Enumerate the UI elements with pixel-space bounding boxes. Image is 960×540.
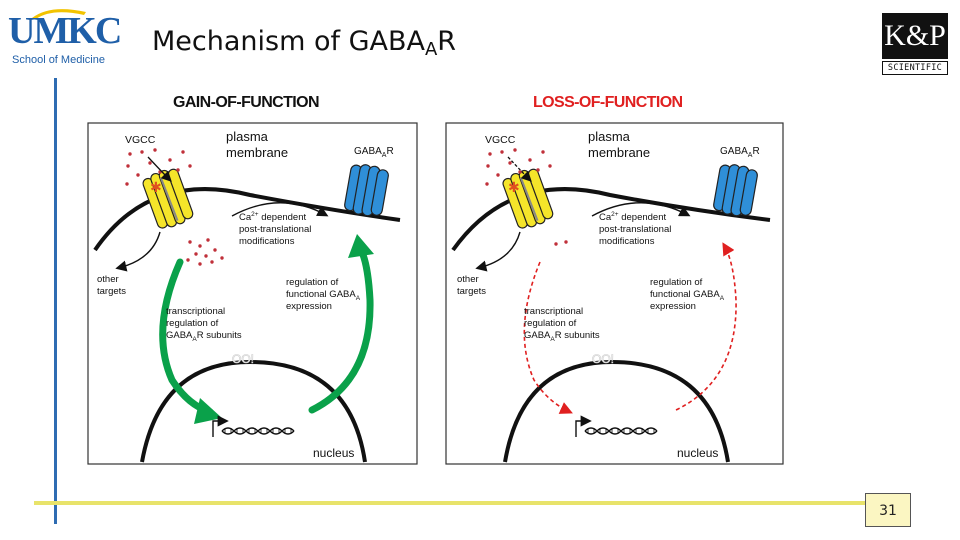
gain-targets-label: targets [97, 286, 126, 297]
loss-gabaar-channel [711, 161, 760, 219]
bottom-accent-line [34, 501, 866, 505]
loss-transcriptional-label: transcriptional [524, 306, 583, 317]
loss-promoter-arrow [575, 415, 592, 437]
gain-transcriptional-label: transcriptional [166, 306, 225, 317]
gain-plasma-label: plasma [226, 129, 269, 144]
gain-nucleus-label: nucleus [313, 446, 354, 460]
page-number: 31 [865, 493, 911, 527]
gain-ca-dependent-label: Ca2+ dependent [239, 211, 306, 223]
gain-plasma-membrane [93, 187, 401, 252]
gain-vgcc-pointer-arrow [147, 156, 172, 182]
loss-gabaar-label: GABAAR [720, 146, 760, 159]
loss-plasma-label: plasma [588, 129, 631, 144]
gain-other-targets-arrow [115, 231, 161, 272]
umkc-swoosh-icon [32, 9, 86, 19]
loss-regulation-arrow [675, 242, 737, 411]
gain-nuclear-pore-glyph: OO! [232, 352, 254, 366]
gain-regulation-label: regulation of [286, 277, 339, 288]
loss-calcium-spark-icon: ✱ [508, 179, 520, 195]
umkc-wordmark: UMKC [8, 10, 122, 52]
gain-gabaar-channel [342, 161, 391, 219]
gain-expression-label: expression [286, 301, 332, 312]
loss-subunits-label: GABAAR subunits [524, 330, 600, 343]
gain-transcription-arrow [159, 258, 214, 416]
loss-membrane-label: membrane [588, 145, 650, 160]
gain-ptm-arrow [231, 202, 329, 217]
loss-panel: ✱ OO! VGCC plasma membrane GABAAR Ca2+ d… [445, 122, 784, 465]
gain-calcium-spark-icon: ✱ [150, 179, 162, 195]
gain-regulation-arrow [308, 244, 374, 414]
gain-vgcc-label: VGCC [125, 134, 156, 146]
loss-nucleus-label: nucleus [677, 446, 718, 460]
loss-regulation-label: regulation of [650, 277, 703, 288]
gain-promoter-arrow [212, 415, 229, 437]
umkc-logo: UMKC School of Medicine [8, 6, 122, 68]
gain-nuclear-envelope [140, 359, 367, 463]
loss-targets-label: targets [457, 286, 486, 297]
kp-logo-mark: K&P [882, 13, 948, 59]
kp-scientific-logo: K&P SCIENTIFIC [882, 13, 948, 75]
loss-functional-gabaa-label: functional GABAA [650, 289, 725, 302]
loss-other-label: other [457, 274, 479, 285]
gain-regulation-arrowhead [348, 234, 374, 258]
loss-transcription-arrow [523, 261, 573, 414]
left-accent-line [54, 78, 57, 524]
gain-panel: ✱ OO! VGCC plasma [87, 122, 418, 465]
loss-of-function-heading: LOSS-OF-FUNCTION [533, 94, 683, 111]
loss-nuclear-envelope [503, 359, 730, 463]
gain-membrane-label: membrane [226, 145, 288, 160]
gain-functional-gabaa-label: functional GABAA [286, 289, 361, 302]
loss-plasma-membrane [451, 187, 771, 252]
slide-title: Mechanism of GABAAR [152, 26, 457, 60]
gain-gabaar-label: GABAAR [354, 146, 394, 159]
loss-nuclear-pore-glyph: OO! [592, 352, 614, 366]
loss-ptm-label: post-translational [599, 224, 671, 235]
kp-logo-subtitle: SCIENTIFIC [882, 61, 948, 75]
loss-ptm-arrow [591, 202, 691, 217]
loss-regulation-of-label: regulation of [524, 318, 577, 329]
gain-of-function-heading: GAIN-OF-FUNCTION [173, 94, 320, 111]
gain-subunits-label: GABAAR subunits [166, 330, 242, 343]
loss-ca-dependent-label: Ca2+ dependent [599, 211, 666, 223]
gain-other-label: other [97, 274, 119, 285]
gain-modifications-label: modifications [239, 236, 295, 247]
gain-transcription-arrowhead [194, 398, 222, 424]
loss-expression-label: expression [650, 301, 696, 312]
gain-ptm-label: post-translational [239, 224, 311, 235]
umkc-subtitle: School of Medicine [12, 54, 105, 66]
loss-other-targets-arrow [475, 231, 521, 272]
gain-regulation-of-label: regulation of [166, 318, 219, 329]
loss-vgcc-label: VGCC [485, 134, 516, 146]
loss-modifications-label: modifications [599, 236, 655, 247]
